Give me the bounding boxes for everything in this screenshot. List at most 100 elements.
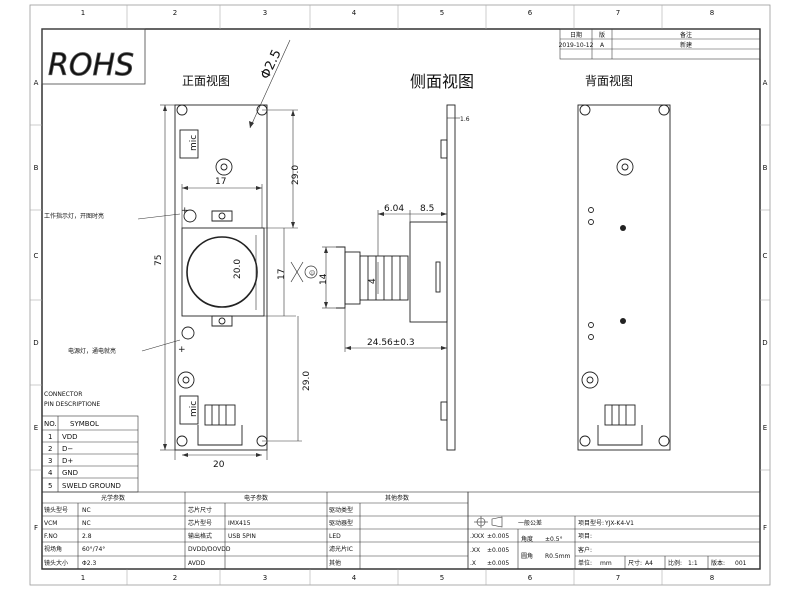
spec-label: 芯片尺寸 (188, 506, 212, 514)
spec-label: 镜头大小 (44, 559, 68, 567)
version-label: 版本: (711, 559, 725, 567)
radius-value: R0.5mm (545, 553, 571, 560)
specs-rows: 镜头型号 NC 芯片尺寸 驱动类型 VCM NC 芯片型号 IMX415 驱动器… (44, 506, 353, 567)
mic-label-bottom: mic (189, 401, 199, 417)
led-power (181, 326, 195, 340)
hole-diameter-dim: Φ2.5 (258, 47, 285, 81)
tol-val: ±0.005 (487, 533, 509, 540)
dim-29-bottom: 29.0 (302, 371, 312, 391)
tol-val: ±0.005 (487, 547, 509, 554)
row-label: B (763, 164, 768, 172)
size-value: A4 (645, 560, 653, 567)
spec-value: 2.8 (82, 533, 92, 540)
specs-header-other: 其他参数 (385, 494, 409, 502)
col-label: 6 (528, 574, 533, 582)
spec-label: LED (329, 533, 341, 540)
col-label: 7 (616, 574, 620, 582)
rev-header-rev: 版 (599, 31, 605, 39)
col-label: 4 (352, 9, 357, 17)
col-label: 5 (440, 9, 444, 17)
project-value: YJX-K4-V1 (604, 520, 634, 527)
led-plus-top: + (181, 206, 189, 216)
mount-hole (176, 104, 188, 116)
screw-hole (616, 158, 634, 176)
dim-6-04: 6.04 (384, 204, 404, 214)
connector-header-symbol: SYMBOL (70, 420, 99, 428)
col-label: 5 (440, 574, 444, 582)
side-view-title: 侧面视图 (410, 72, 474, 91)
led-plus-bottom: + (178, 345, 186, 355)
usb-connector (204, 404, 236, 426)
back-board-outline (577, 104, 671, 451)
version-value: 001 (735, 560, 747, 567)
rev-note: 新建 (680, 41, 692, 49)
connector-rows: 1 VDD 2 D− 3 D+ 4 GND 5 SWELD GROUND (48, 433, 121, 490)
dim-17-top: 17 (215, 177, 226, 187)
screw-hole (215, 158, 233, 176)
spec-label: 输出格式 (188, 532, 212, 540)
row-label: F (34, 524, 38, 532)
specs-header-electronic: 电子参数 (244, 494, 268, 502)
front-view (174, 104, 268, 451)
col-label: 3 (263, 9, 267, 17)
spec-label: 滤光片IC (329, 545, 353, 553)
scale-label: 比例: (668, 559, 682, 567)
row-label: D (762, 339, 767, 347)
spec-label: DVDD/DOVDD (188, 546, 231, 553)
col-label: 6 (528, 9, 533, 17)
outer-frame (29, 4, 771, 586)
row-label: C (34, 252, 39, 260)
lens (186, 236, 258, 308)
tol-key: .XX (470, 547, 480, 554)
mount-hole (579, 435, 591, 447)
dim-4: 4 (368, 278, 378, 284)
row-label: E (763, 424, 767, 432)
row-label: A (34, 79, 39, 87)
mic-box-bottom (179, 395, 199, 425)
row-label: C (763, 252, 768, 260)
mic-box-top (179, 129, 199, 159)
side-component (440, 139, 448, 159)
tol-val: ±0.005 (487, 560, 509, 567)
scale-value: 1:1 (688, 560, 698, 567)
spec-value: NC (82, 507, 91, 514)
col-label: 8 (710, 9, 714, 17)
connector-body (197, 425, 243, 446)
row-label: D (33, 339, 38, 347)
dim-20-lens: 20.0 (233, 259, 243, 279)
item-label: 项目: (578, 533, 592, 540)
front-dimensions (137, 39, 302, 460)
pin-symbol: SWELD GROUND (62, 482, 121, 490)
back-dot (620, 225, 626, 231)
mount-hole (658, 435, 670, 447)
radius-label: 圆角 (521, 552, 533, 560)
connector-subtitle: PIN DESCRIPTIONE (44, 401, 100, 408)
spec-value: IMX415 (228, 520, 251, 527)
rev-header-date: 日期 (570, 31, 582, 39)
screw-hole-inner (220, 163, 228, 171)
project-label: 项目型号: (578, 519, 604, 527)
side-holder (409, 221, 448, 323)
spec-label: 视场角 (44, 545, 62, 553)
unit-label: 单位: (578, 559, 592, 567)
inner-frame (41, 28, 761, 570)
bracket-hole (218, 212, 226, 220)
spec-label: 驱动类型 (329, 506, 353, 514)
pin-no: 3 (48, 457, 52, 465)
mic-label-top: mic (189, 135, 199, 151)
title-block (467, 491, 761, 570)
col-label: 2 (173, 9, 177, 17)
screw-hole-inner (586, 376, 594, 384)
dim-8-5: 8.5 (420, 204, 434, 214)
rohs-mark: ROHS (48, 48, 134, 83)
spec-value: USB 5PIN (228, 533, 256, 540)
pin-no: 5 (48, 482, 52, 490)
side-chip (435, 261, 441, 293)
spec-value: NC (82, 520, 91, 527)
pin-no: 4 (48, 469, 53, 477)
tol-key: .XXX (470, 533, 484, 540)
bracket-hole (218, 317, 226, 325)
tolerance-rows: .XXX ±0.005 .XX ±0.005 .X ±0.005 (470, 533, 509, 567)
spec-label: 芯片型号 (188, 519, 212, 527)
pin-no: 2 (48, 445, 52, 453)
